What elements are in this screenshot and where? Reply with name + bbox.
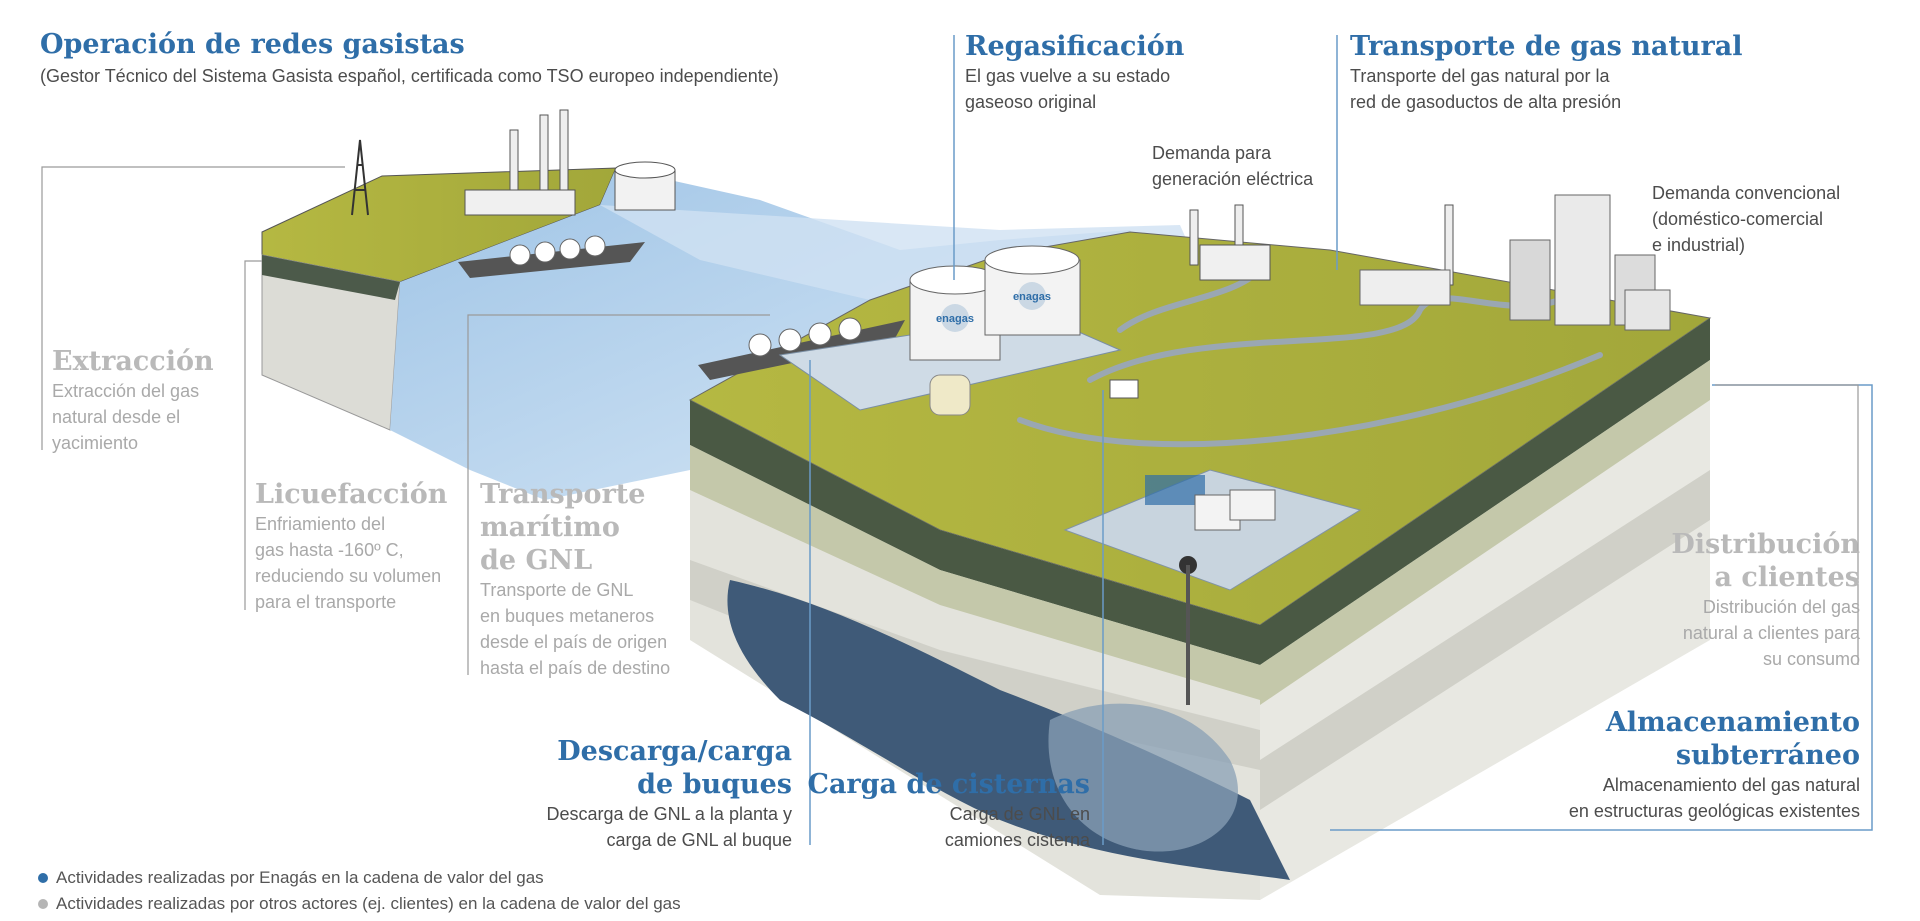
label-descarga-buques: Descarga/carga de buques Descarga de GNL… xyxy=(547,735,792,853)
label-carga-cisternas-line-1: Carga de GNL en xyxy=(949,804,1090,824)
legend-dot-enagas xyxy=(38,873,48,883)
label-extraccion-line-2: natural desde el xyxy=(52,407,181,427)
label-extraccion-line-3: yacimiento xyxy=(52,433,139,453)
label-licuefaccion-line-2: gas hasta -160º C, xyxy=(255,540,404,560)
lng-truck-loading-station xyxy=(1109,379,1139,399)
label-transporte-maritimo: Transporte marítimo de GNL Transporte de… xyxy=(480,478,670,681)
legend-dot-others xyxy=(38,899,48,909)
label-carga-cisternas-line-2: camiones cisterna xyxy=(944,830,1090,850)
label-demanda-electrica-line-2: generación eléctrica xyxy=(1152,169,1314,189)
leader-lines-grey xyxy=(41,166,1859,675)
underground-storage-plant xyxy=(1063,469,1362,705)
label-distribucion-title-1: Distribución xyxy=(1671,529,1860,560)
label-regasificacion-line-1: El gas vuelve a su estado xyxy=(965,66,1171,86)
label-regasificacion-title: Regasificación xyxy=(965,31,1185,62)
label-transporte-maritimo-line-2: en buques metaneros xyxy=(480,606,655,626)
label-demanda-convencional-line-3: e industrial) xyxy=(1652,235,1746,255)
legend-text-others: Actividades realizadas por otros actores… xyxy=(56,894,681,913)
label-descarga-buques-title-1: Descarga/carga xyxy=(557,736,792,767)
label-licuefaccion-title: Licuefacción xyxy=(255,479,448,510)
city-industry xyxy=(1359,194,1671,331)
label-transporte-gas-line-2: red de gasoductos de alta presión xyxy=(1350,92,1622,112)
label-licuefaccion-line-4: para el transporte xyxy=(255,592,397,612)
label-transporte-gas: Transporte de gas natural Transporte del… xyxy=(1350,30,1742,115)
legend-item-others: Actividades realizadas por otros actores… xyxy=(38,894,681,914)
label-carga-cisternas-title: Carga de cisternas xyxy=(807,769,1090,800)
label-transporte-gas-title: Transporte de gas natural xyxy=(1350,31,1743,62)
label-licuefaccion-line-3: reduciendo su volumen xyxy=(255,566,442,586)
label-transporte-maritimo-title-3: de GNL xyxy=(480,545,593,576)
label-distribucion: Distribución a clientes Distribución del… xyxy=(1671,528,1860,672)
label-descarga-buques-title-2: de buques xyxy=(637,769,792,800)
label-regasificacion-line-2: gaseoso original xyxy=(965,92,1097,112)
extraction-derrick xyxy=(351,139,369,216)
label-transporte-gas-line-1: Transporte del gas natural por la xyxy=(1350,66,1610,86)
label-licuefaccion: Licuefacción Enfriamiento del gas hasta … xyxy=(255,478,447,615)
liquefaction-plant xyxy=(464,109,576,216)
label-almacenamiento-title-1: Almacenamiento xyxy=(1605,707,1860,738)
label-licuefaccion-line-1: Enfriamiento del xyxy=(255,514,386,534)
label-transporte-maritimo-line-4: hasta el país de destino xyxy=(480,658,671,678)
label-demanda-convencional-line-2: (doméstico-comercial xyxy=(1652,209,1824,229)
label-distribucion-line-1: Distribución del gas xyxy=(1702,597,1860,617)
svg-text:enagas: enagas xyxy=(936,313,974,325)
label-demanda-convencional: Demanda convencional (doméstico-comercia… xyxy=(1652,180,1840,258)
label-extraccion: Extracción Extracción del gas natural de… xyxy=(52,345,214,456)
page-subtitle: (Gestor Técnico del Sistema Gasista espa… xyxy=(40,66,779,86)
label-almacenamiento-line-2: en estructuras geológicas existentes xyxy=(1568,801,1860,821)
label-transporte-maritimo-line-3: desde el país de origen xyxy=(480,632,668,652)
label-extraccion-title: Extracción xyxy=(52,346,214,377)
label-distribucion-line-2: natural a clientes para xyxy=(1682,623,1860,643)
legend-item-enagas: Actividades realizadas por Enagás en la … xyxy=(38,868,544,888)
label-demanda-electrica: Demanda para generación eléctrica xyxy=(1152,140,1313,192)
label-transporte-maritimo-title-1: Transporte xyxy=(480,479,646,510)
lng-tanker-destination xyxy=(698,317,905,380)
power-plant xyxy=(1189,204,1271,281)
label-almacenamiento: Almacenamiento subterráneo Almacenamient… xyxy=(1569,706,1860,824)
label-demanda-convencional-line-1: Demanda convencional xyxy=(1652,183,1841,203)
label-distribucion-title-2: a clientes xyxy=(1714,562,1860,593)
label-descarga-buques-line-2: carga de GNL al buque xyxy=(606,830,792,850)
label-almacenamiento-line-1: Almacenamiento del gas natural xyxy=(1602,775,1860,795)
regasification-plant xyxy=(778,245,1122,416)
source-lng-tank xyxy=(614,161,676,211)
label-extraccion-line-1: Extracción del gas xyxy=(52,381,200,401)
lng-tanker-source xyxy=(458,235,645,278)
label-almacenamiento-title-2: subterráneo xyxy=(1675,740,1860,771)
legend-text-enagas: Actividades realizadas por Enagás en la … xyxy=(56,868,544,887)
destination-country-terrain xyxy=(688,231,1712,900)
label-transporte-maritimo-title-2: marítimo xyxy=(480,512,620,543)
svg-text:enagas: enagas xyxy=(1013,291,1051,303)
page-title: Operación de redes gasistas xyxy=(40,29,465,60)
enagas-logo-tank-2: enagas xyxy=(1013,282,1051,310)
label-transporte-maritimo-line-1: Transporte de GNL xyxy=(480,580,634,600)
enagas-logo-tank-1: enagas xyxy=(936,304,974,332)
label-descarga-buques-line-1: Descarga de GNL a la planta y xyxy=(546,804,792,824)
label-distribucion-line-3: su consumo xyxy=(1762,649,1860,669)
label-carga-cisternas: Carga de cisternas Carga de GNL en camio… xyxy=(807,768,1090,853)
label-regasificacion: Regasificación El gas vuelve a su estado… xyxy=(965,30,1184,115)
label-demanda-electrica-line-1: Demanda para xyxy=(1152,143,1272,163)
